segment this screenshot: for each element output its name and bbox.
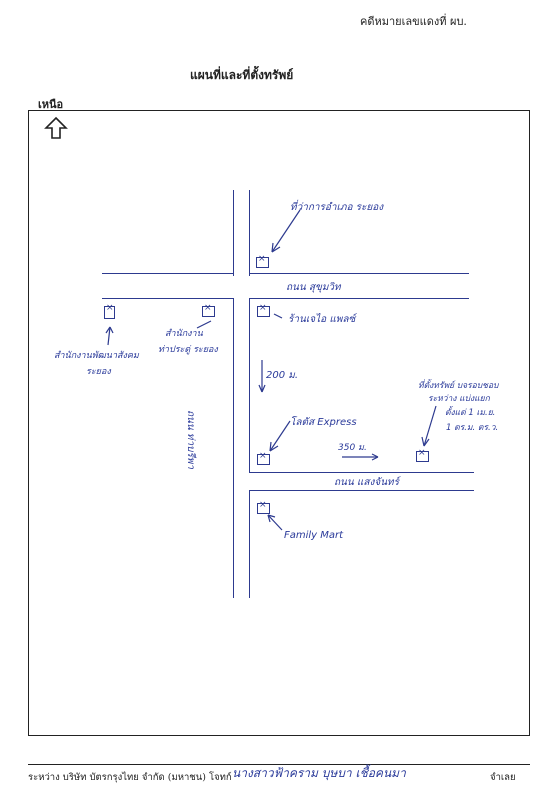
label-distance-right: 350 ม. bbox=[338, 443, 367, 453]
footer-between: ระหว่าง บริษัท บัตรกรุงไทย จำกัด (มหาชน)… bbox=[28, 772, 232, 783]
label-property-4: 1 ตร.ม. ตร.ว. bbox=[446, 423, 499, 433]
sukhumvit-lower-right bbox=[249, 298, 469, 300]
page-title: แผนที่และที่ตั้งทรัพย์ bbox=[190, 68, 294, 82]
defendant-name: นางสาวฟ้าคราม บุษบา เชื้อคนมา bbox=[232, 766, 406, 780]
sukhumvit-upper-right bbox=[249, 273, 469, 275]
label-social-office-2: ระยอง bbox=[86, 367, 111, 377]
footer-divider bbox=[28, 764, 530, 765]
label-lower-road: ถนน แสงจันทร์ bbox=[334, 477, 399, 488]
label-vertical-road: ถนน ท่าบรีพา bbox=[185, 410, 196, 470]
sukhumvit-upper-left bbox=[102, 273, 233, 275]
label-amphoe: ที่ว่าการอำเภอ ระยอง bbox=[290, 202, 384, 213]
north-label: เหนือ bbox=[38, 98, 64, 111]
label-property-1: ที่ตั้งทรัพย์ บจรอบชอบ bbox=[418, 381, 499, 391]
road-vertical-right-upper bbox=[249, 298, 251, 473]
case-number: คดีหมายเลขแดงที่ ผบ. bbox=[360, 15, 467, 28]
road-vertical-top-right bbox=[233, 190, 235, 276]
label-office2-2: ท่าประดู่ ระยอง bbox=[158, 345, 218, 355]
building-jai-place: × bbox=[257, 303, 270, 317]
label-distance-down: 200 ม. bbox=[266, 370, 299, 381]
building-property: × bbox=[416, 448, 429, 462]
building-amphoe: × bbox=[256, 254, 269, 268]
road-vertical-right-lower bbox=[249, 490, 251, 598]
lower-road-top bbox=[249, 472, 474, 474]
building-family-mart: × bbox=[257, 500, 270, 514]
road-vertical-left bbox=[233, 298, 235, 598]
sukhumvit-lower-left bbox=[102, 298, 233, 300]
label-jai-place: ร้านเจไอ แพลซ์ bbox=[288, 314, 356, 325]
label-sukhumvit: ถนน สุขุมวิท bbox=[286, 282, 341, 293]
label-lotus-express: โลตัส Express bbox=[290, 417, 357, 428]
label-office2-1: สำนักงาน bbox=[165, 329, 203, 339]
map-frame bbox=[28, 110, 530, 736]
lower-road-bottom bbox=[249, 490, 474, 492]
building-lotus: × bbox=[257, 451, 270, 465]
road-vertical-top-left bbox=[249, 190, 251, 276]
defendant-label: จำเลย bbox=[490, 772, 516, 783]
building-office2: × bbox=[202, 303, 215, 317]
building-social-office: × bbox=[104, 303, 115, 319]
label-property-2: ระหว่าง แบ่งแยก bbox=[428, 394, 490, 404]
label-social-office-1: สำนักงานพัฒนาสังคม bbox=[54, 351, 139, 361]
label-family-mart: Family Mart bbox=[284, 530, 344, 541]
north-arrow-icon bbox=[44, 116, 68, 139]
label-property-3: ตั้งแต่ 1 เม.ย. bbox=[445, 408, 496, 418]
